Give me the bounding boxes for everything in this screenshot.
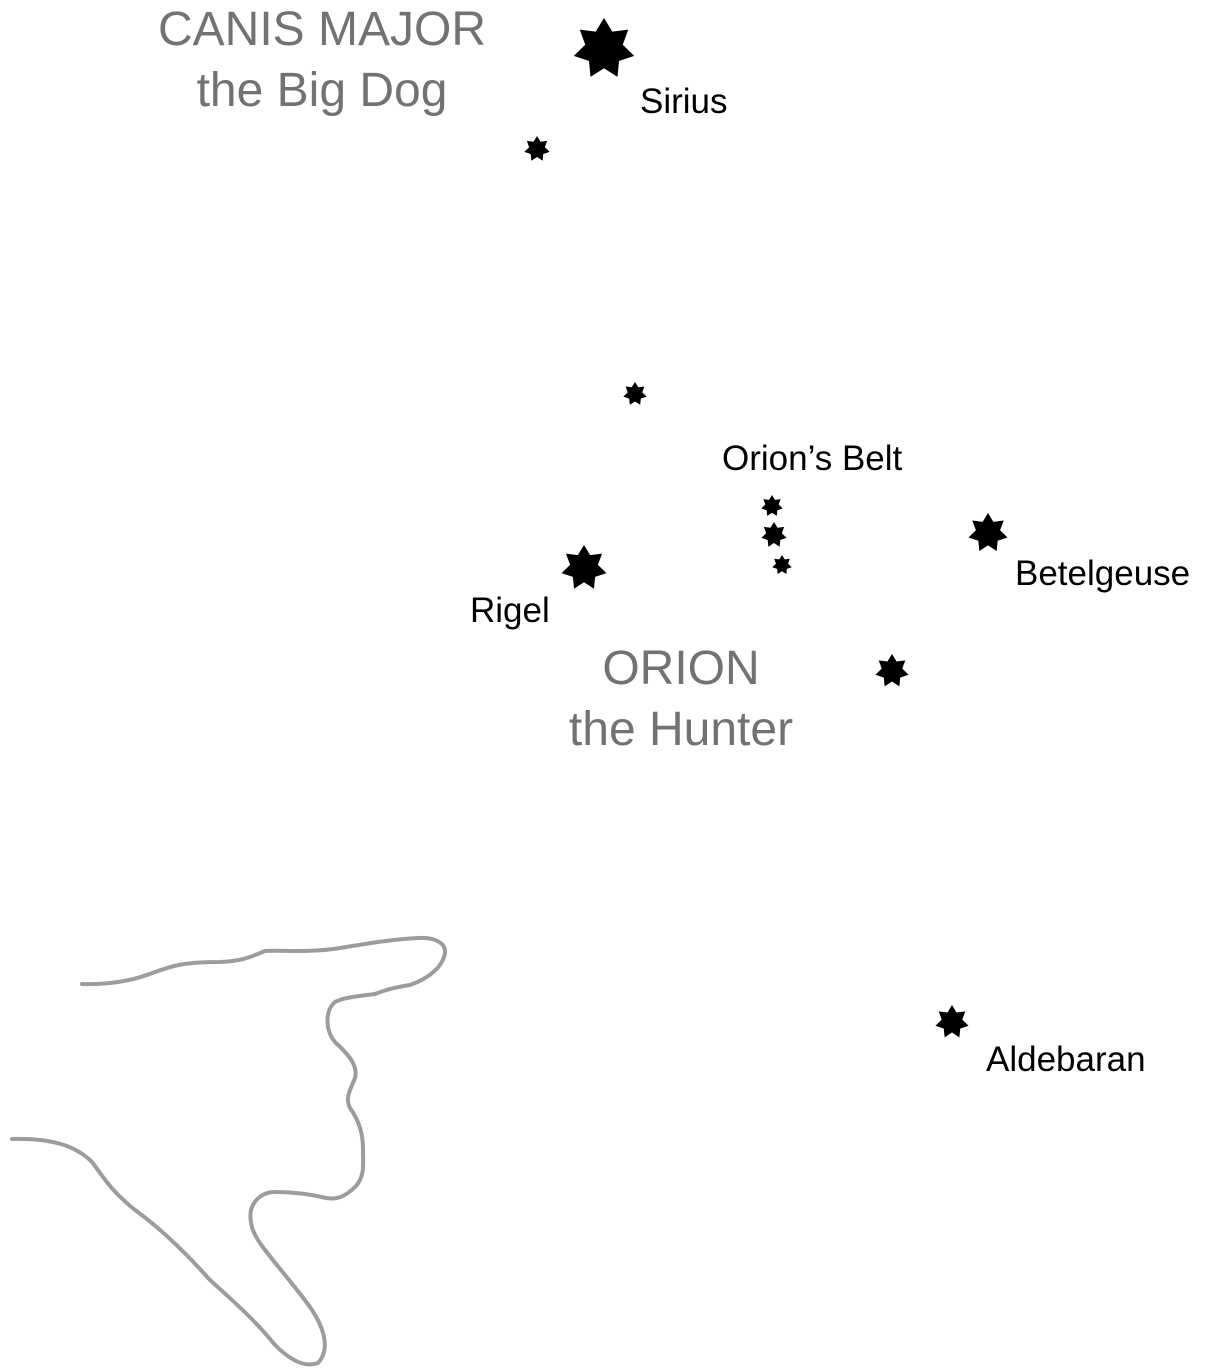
sirius-star-icon <box>573 18 635 77</box>
orions-belt-label: Orion’s Belt <box>722 439 903 478</box>
aldebaran-label: Aldebaran <box>986 1040 1146 1079</box>
orion-foot-star-icon <box>875 654 909 687</box>
rigel-star-icon <box>561 545 607 589</box>
sirius-label: Sirius <box>640 82 728 121</box>
belt-star-upper-icon <box>761 495 783 516</box>
betelgeuse-star-icon <box>968 513 1008 552</box>
orion-name: ORION <box>602 642 759 695</box>
canis-major-nickname: the Big Dog <box>197 64 448 117</box>
belt-star-middle-icon <box>761 522 787 547</box>
canis-major-name: CANIS MAJOR <box>158 3 486 56</box>
orion-head-star-icon <box>623 382 647 405</box>
coastline-outline <box>10 935 448 1367</box>
canis-major-minor-star-icon <box>524 136 550 161</box>
orion-nickname: the Hunter <box>569 703 793 756</box>
rigel-label: Rigel <box>470 591 550 630</box>
betelgeuse-label: Betelgeuse <box>1015 554 1190 593</box>
belt-star-lower-icon <box>772 555 792 575</box>
aldebaran-star-icon <box>935 1005 969 1038</box>
